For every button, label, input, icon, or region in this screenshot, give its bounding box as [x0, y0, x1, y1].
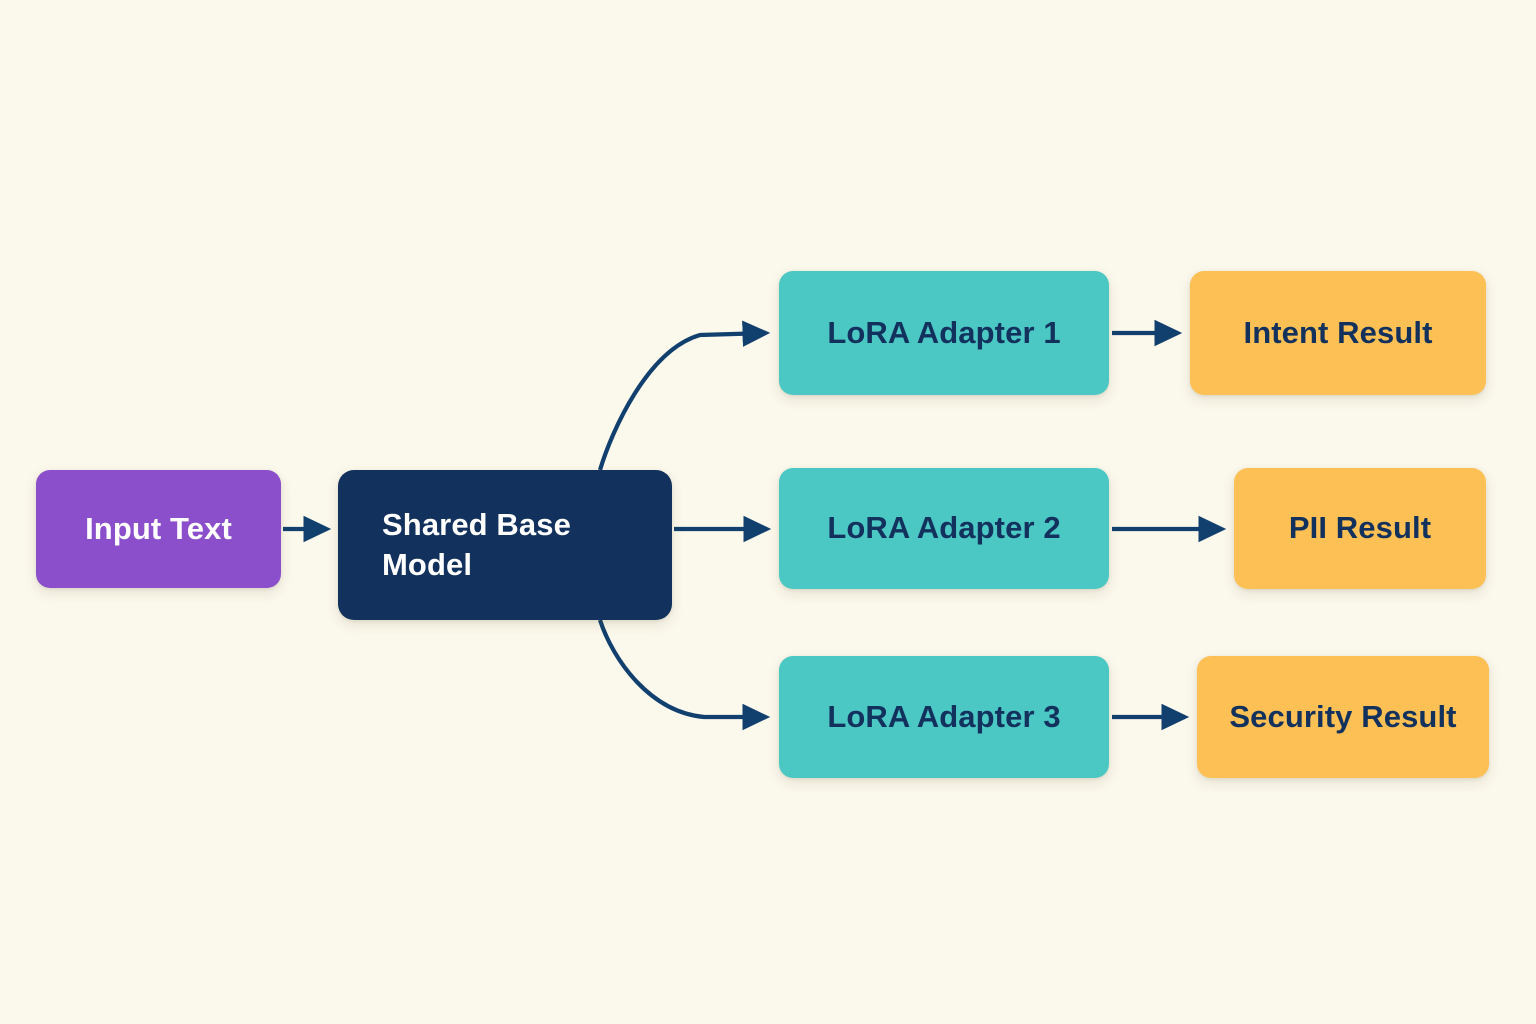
- node-intent-result-label: Intent Result: [1243, 314, 1433, 350]
- node-shared-base-model-line1: Shared Base: [382, 506, 571, 542]
- node-lora-adapter-1-label: LoRA Adapter 1: [827, 314, 1061, 350]
- node-input-text[interactable]: Input Text: [36, 470, 281, 588]
- node-security-result-label: Security Result: [1229, 698, 1457, 734]
- node-lora-adapter-1[interactable]: LoRA Adapter 1: [779, 271, 1109, 395]
- node-shared-base-model-line2: Model: [382, 547, 473, 582]
- edge-base-to-adapter3: [598, 619, 771, 731]
- node-input-text-label: Input Text: [85, 510, 232, 546]
- node-lora-adapter-3-label: LoRA Adapter 3: [827, 698, 1061, 734]
- edge-base-to-adapter1: [597, 320, 771, 471]
- node-intent-result[interactable]: Intent Result: [1190, 271, 1486, 395]
- node-lora-adapter-3[interactable]: LoRA Adapter 3: [779, 656, 1109, 778]
- node-pii-result-label: PII Result: [1288, 510, 1432, 546]
- node-security-result[interactable]: Security Result: [1197, 656, 1489, 778]
- node-lora-adapter-2-label: LoRA Adapter 2: [827, 510, 1061, 546]
- node-pii-result[interactable]: PII Result: [1234, 468, 1486, 589]
- node-lora-adapter-2[interactable]: LoRA Adapter 2: [779, 468, 1109, 589]
- node-shared-base-model-label: Shared Base Model: [382, 505, 654, 586]
- node-shared-base-model[interactable]: Shared Base Model: [338, 470, 672, 620]
